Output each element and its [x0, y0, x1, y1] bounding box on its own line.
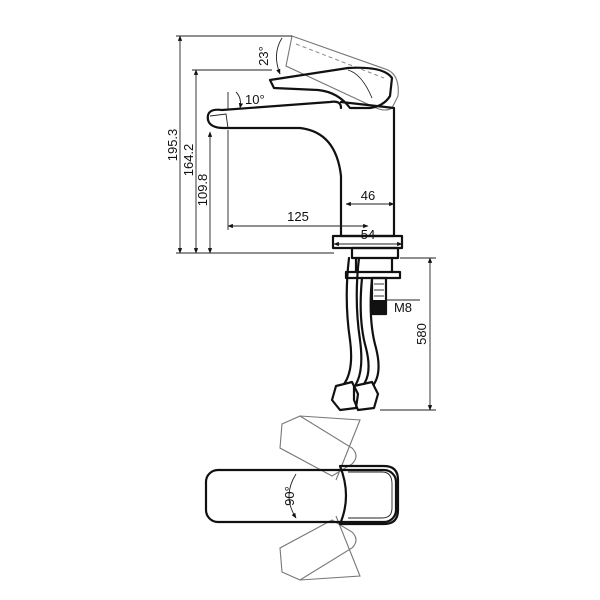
- spout-reach-label: 125: [287, 209, 309, 224]
- top-body-outline: [204, 468, 398, 524]
- top-view: 90°: [204, 415, 400, 581]
- flex-hoses: [330, 256, 380, 412]
- horizontal-dimensions: 125 46 54 M8: [227, 130, 420, 315]
- handle-height-label: 164.2: [181, 144, 196, 177]
- angle-annotations: 23° 10°: [227, 37, 283, 110]
- body-width-label: 46: [361, 188, 375, 203]
- top-handle: [338, 464, 400, 526]
- thread-label: M8: [394, 300, 412, 315]
- spout-height-label: 109.8: [195, 174, 210, 207]
- vertical-dimensions: 195.3 164.2 109.8: [165, 35, 334, 254]
- faucet-body: [206, 66, 404, 250]
- base-diameter-label: 54: [361, 227, 375, 242]
- hose-length-dimension: 580: [380, 257, 436, 411]
- handle-tilt-label: 23°: [256, 46, 271, 66]
- mounting-assembly: [344, 246, 402, 316]
- side-view: 195.3 164.2 109.8 125 46 54 M8 580 23°: [165, 35, 436, 412]
- total-height-label: 195.3: [165, 129, 180, 162]
- spout-tilt-label: 10°: [245, 92, 265, 107]
- hose-length-label: 580: [414, 323, 429, 345]
- handle-rotation-label: 90°: [282, 486, 297, 506]
